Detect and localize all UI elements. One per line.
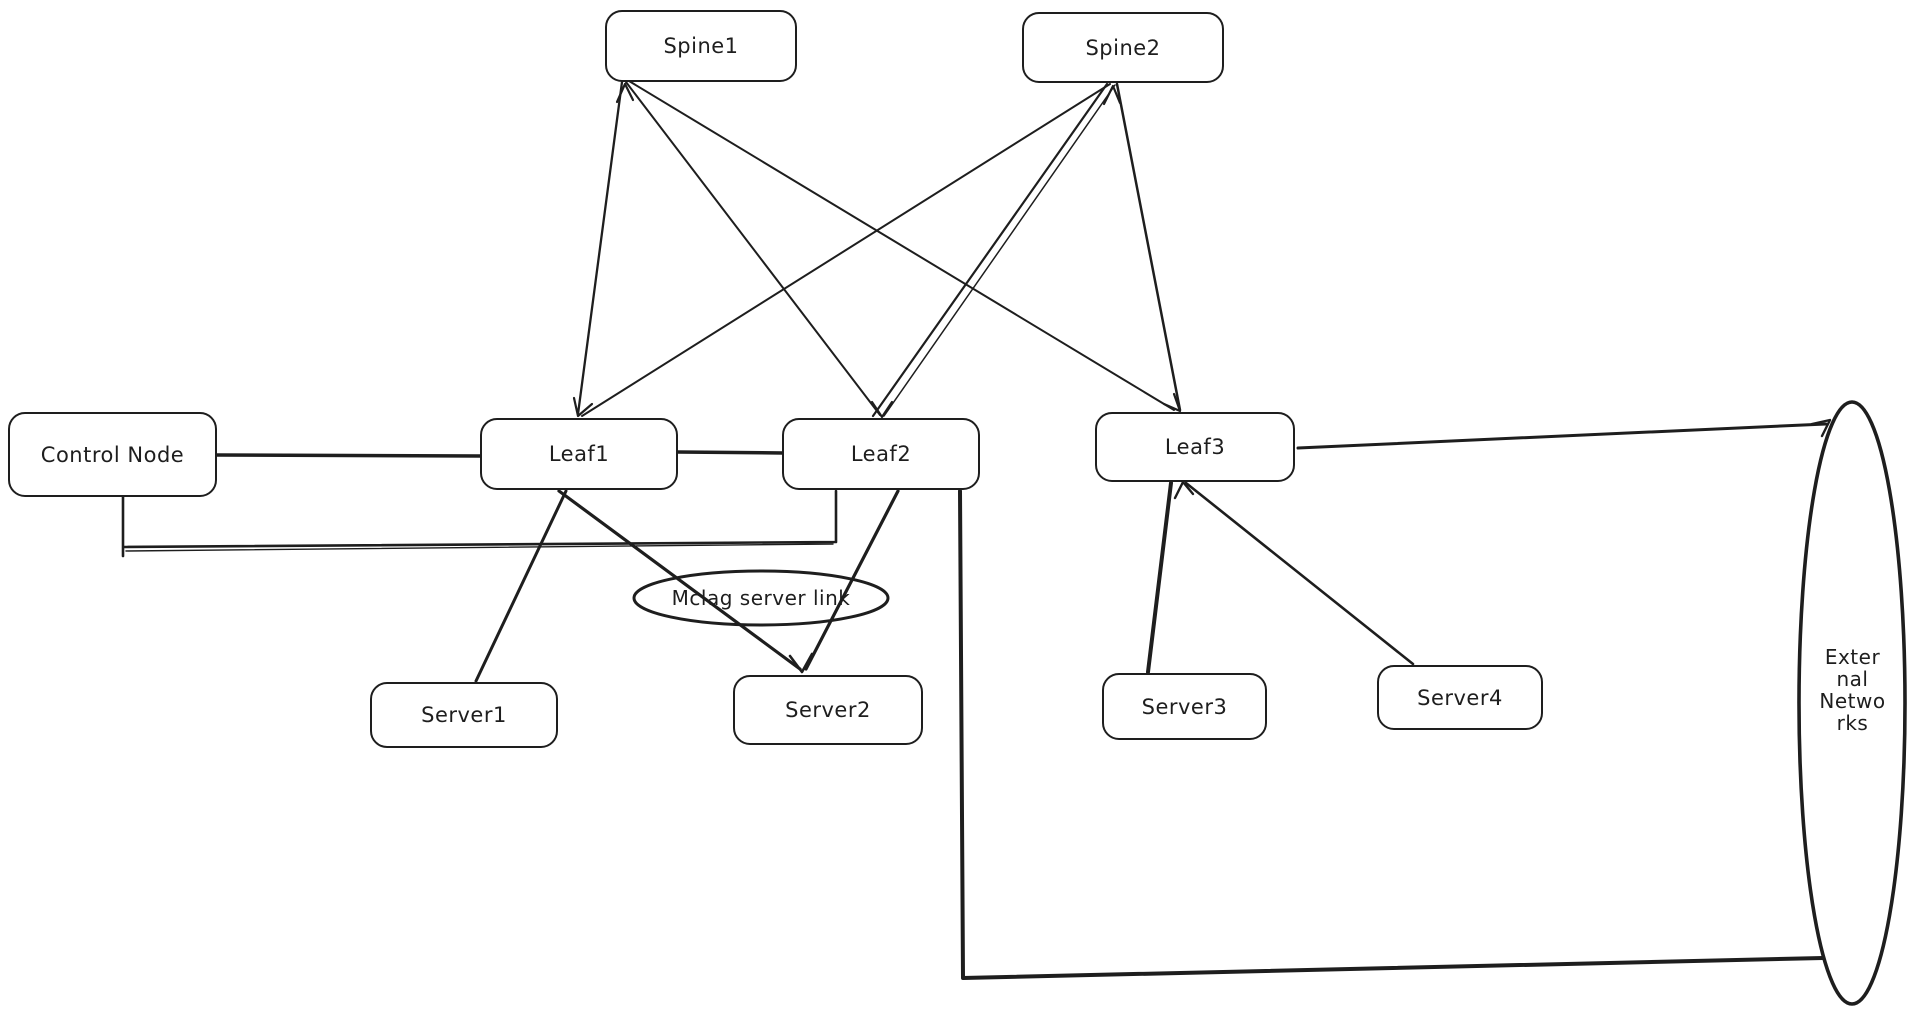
arrowhead-leaf1-top [572,396,594,418]
arrowhead-spine1-bottom [615,82,635,104]
edge-spine1-leaf2 [625,81,881,416]
edge-control-leaf1 [215,453,483,458]
edge-leaf2-external [958,489,1825,980]
edge-leaf3-server4 [1184,481,1415,666]
arrowhead-external-top [1810,418,1832,438]
edge-leaf3-server3 [1146,481,1173,674]
edge-spine2-leaf2-echo [883,84,1116,417]
node-server4[interactable]: Server4 [1377,665,1543,730]
edge-leaf1-server2 [557,489,802,671]
edge-leaf2-server2 [804,489,900,671]
edge-leaf1-server1 [474,489,568,683]
edge-spine2-leaf1 [581,83,1111,417]
node-spine2-label: Spine2 [1085,35,1161,60]
node-leaf3-label: Leaf3 [1164,435,1226,459]
node-leaf1[interactable]: Leaf1 [480,418,678,490]
node-leaf1-label: Leaf1 [548,442,610,466]
node-control-node-label: Control Node [40,442,185,467]
node-server3-label: Server3 [1141,694,1228,719]
mclag-server-link-ellipse[interactable] [632,569,890,627]
edge-spine1-leaf3 [628,80,1175,411]
edge-spine1-leaf1 [576,80,624,416]
edge-spine2-leaf3 [1115,82,1182,412]
edge-control-leaf2-echo [125,543,834,552]
node-server3[interactable]: Server3 [1102,673,1267,740]
node-server2[interactable]: Server2 [733,675,923,745]
arrowhead-leaf3-top [1162,392,1182,413]
arrowhead-leaf3-bottom [1173,480,1195,500]
node-control-node[interactable]: Control Node [8,412,217,497]
node-server2-label: Server2 [785,698,871,722]
edge-spine2-leaf2 [871,82,1109,418]
edge-leaf3-external [1296,422,1828,450]
arrowhead-leaf2-top [870,400,894,419]
external-networks-ellipse[interactable] [1797,400,1907,1006]
node-spine1[interactable]: Spine1 [605,10,797,82]
edge-leaf1-leaf2 [675,450,785,455]
arrowhead-server2-top [788,652,814,674]
node-leaf2-label: Leaf2 [850,442,912,466]
arrowhead-spine2-bottom [1102,84,1122,106]
node-server1[interactable]: Server1 [370,682,558,748]
node-server1-label: Server1 [421,703,507,727]
edge-control-leaf2 [121,489,838,558]
node-spine1-label: Spine1 [663,34,739,58]
node-server4-label: Server4 [1417,685,1503,710]
node-leaf3[interactable]: Leaf3 [1095,412,1295,482]
node-leaf2[interactable]: Leaf2 [782,418,980,490]
node-spine2[interactable]: Spine2 [1022,12,1224,83]
